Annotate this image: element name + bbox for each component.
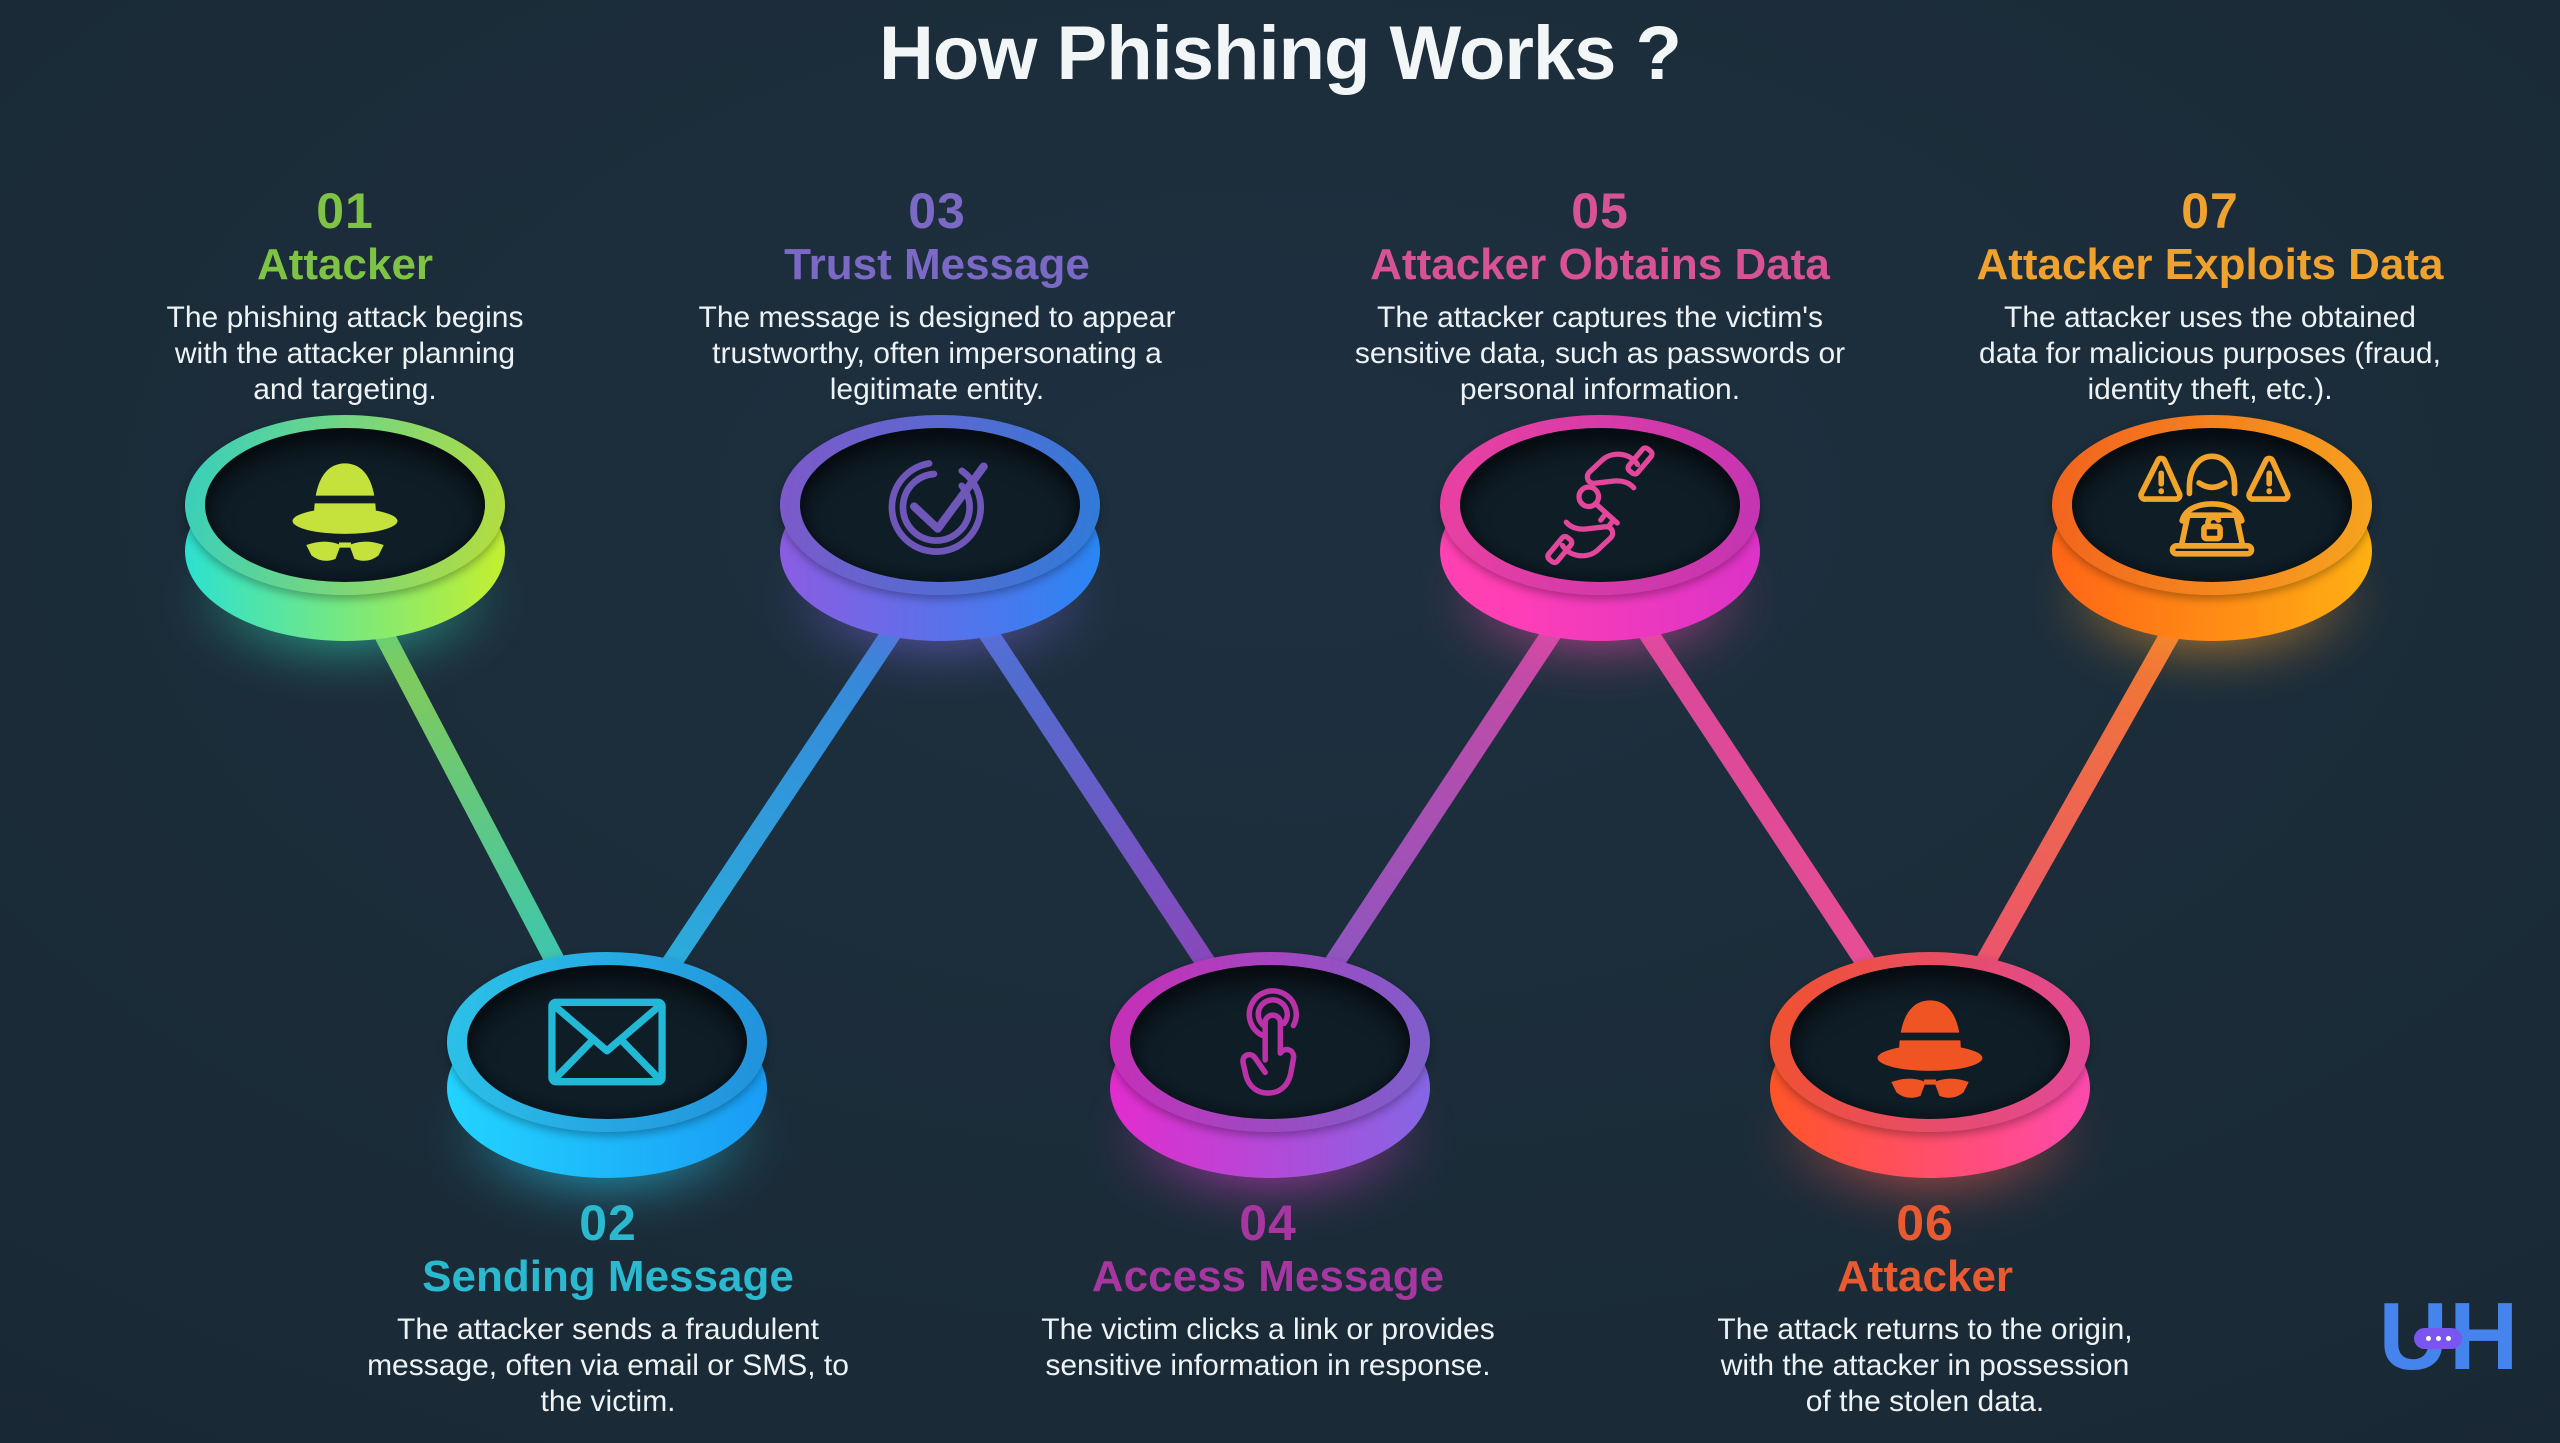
disc-face (2072, 428, 2352, 582)
step-number: 03 (908, 183, 966, 239)
step-title: Attacker (1836, 1252, 2014, 1301)
envelope-icon (548, 998, 666, 1086)
step-number: 02 (579, 1195, 637, 1251)
step-02-disc (439, 952, 775, 1212)
step-04-disc (1102, 952, 1438, 1212)
step-title: Sending Message (422, 1252, 794, 1301)
page-title: How Phishing Works ? (879, 11, 1682, 96)
tap-finger-icon (1240, 988, 1299, 1096)
step-01-text: 01 Attacker The phishing attack begins w… (65, 186, 625, 408)
disc-face (1130, 965, 1410, 1119)
disc-face (1790, 965, 2070, 1119)
hacker-laptop-warning-icon (2138, 453, 2291, 557)
step-description: The attacker captures the victim's sensi… (1354, 301, 1846, 407)
step-description: The attack returns to the origin, with t… (1717, 1313, 2133, 1419)
step-01-disc (177, 415, 513, 675)
step-07-disc (2044, 415, 2380, 675)
step-title: Access Message (1091, 1252, 1445, 1301)
check-circle-icon (888, 459, 988, 555)
step-06-text: 06 Attacker The attack returns to the or… (1615, 1198, 2235, 1420)
step-description: The attacker sends a fraudulent message,… (367, 1313, 849, 1419)
brand-logo-letters: U H (2362, 1282, 2532, 1392)
hands-key-icon (1545, 445, 1655, 566)
step-number: 04 (1239, 1195, 1297, 1251)
step-07-text: 07 Attacker Exploits Data The attacker u… (1900, 186, 2520, 408)
step-03-text: 03 Trust Message The message is designed… (617, 186, 1257, 408)
step-description: The attacker uses the obtained data for … (1979, 301, 2441, 407)
spy-incognito-icon (1877, 999, 1983, 1098)
spy-incognito-icon (292, 462, 398, 561)
step-description: The victim clicks a link or provides sen… (1041, 1313, 1495, 1383)
disc-face (467, 965, 747, 1119)
disc-face (205, 428, 485, 582)
step-04-text: 04 Access Message The victim clicks a li… (928, 1198, 1608, 1384)
disc-face (1460, 428, 1740, 582)
disc-face (800, 428, 1080, 582)
step-06-disc (1762, 952, 2098, 1212)
brand-logo: U H (2362, 1282, 2532, 1402)
step-number: 07 (2181, 183, 2239, 239)
step-title: Attacker (256, 240, 434, 289)
step-number: 06 (1896, 1195, 1954, 1251)
step-title: Attacker Obtains Data (1370, 240, 1830, 289)
step-title: Trust Message (784, 240, 1090, 289)
step-03-disc (772, 415, 1108, 675)
step-description: The message is designed to appear trustw… (698, 301, 1176, 407)
step-05-disc (1432, 415, 1768, 675)
step-number: 05 (1571, 183, 1629, 239)
step-title: Attacker Exploits Data (1976, 240, 2444, 289)
step-description: The phishing attack begins with the atta… (166, 301, 524, 407)
step-number: 01 (316, 183, 374, 239)
logo-dots-pill (2414, 1328, 2462, 1349)
step-02-text: 02 Sending Message The attacker sends a … (288, 1198, 928, 1420)
step-05-text: 05 Attacker Obtains Data The attacker ca… (1260, 186, 1940, 408)
